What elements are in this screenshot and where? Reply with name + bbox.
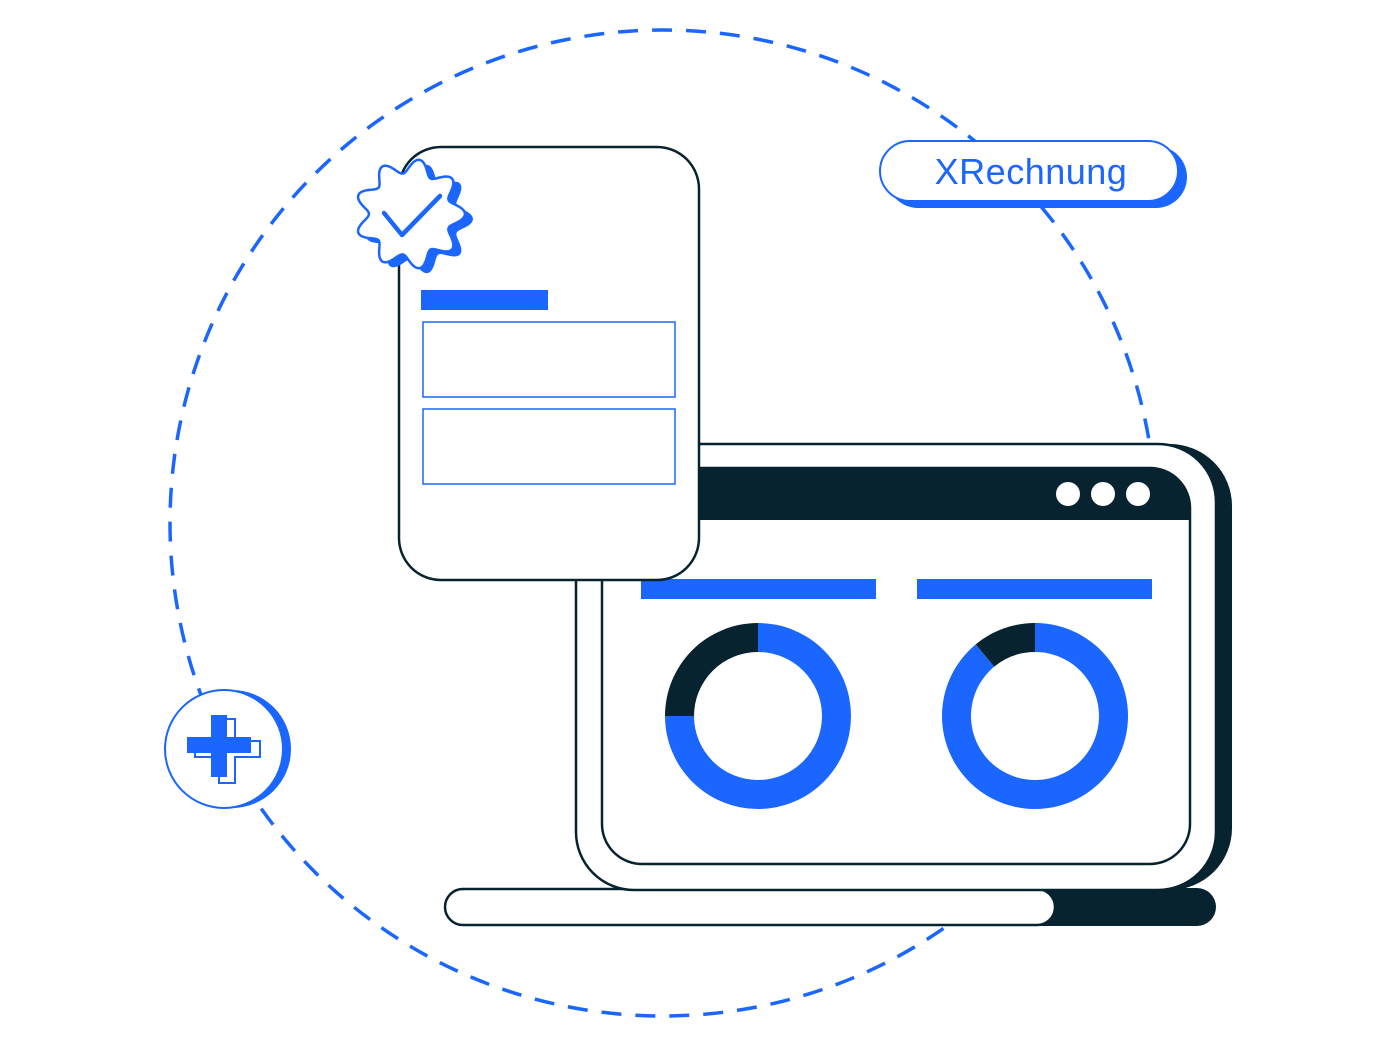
window-dots-icon [1056, 482, 1150, 506]
donut-segment-dark [665, 623, 758, 716]
chart-heading-left [641, 579, 876, 599]
xrechnung-badge: XRechnung [879, 140, 1187, 208]
plus-icon [187, 715, 261, 784]
donut-segment-dark [975, 623, 1035, 667]
window-titlebar [602, 468, 1190, 520]
laptop [443, 442, 1232, 927]
document-card [397, 145, 701, 582]
donut-chart-left [665, 623, 851, 809]
laptop-base [443, 887, 1057, 927]
document-field-1 [422, 321, 676, 398]
donut-chart-right [942, 623, 1128, 810]
badge-label: XRechnung [935, 151, 1128, 192]
donut-segment-accent [665, 623, 851, 809]
plus-badge [164, 689, 291, 809]
check-seal-icon [356, 158, 473, 274]
checkmark [381, 193, 443, 238]
document-field-2 [422, 408, 676, 485]
document-title-bar [421, 290, 548, 310]
donut-segment-accent [942, 623, 1128, 810]
badge-pill [879, 140, 1179, 202]
chart-heading-right [917, 579, 1152, 599]
